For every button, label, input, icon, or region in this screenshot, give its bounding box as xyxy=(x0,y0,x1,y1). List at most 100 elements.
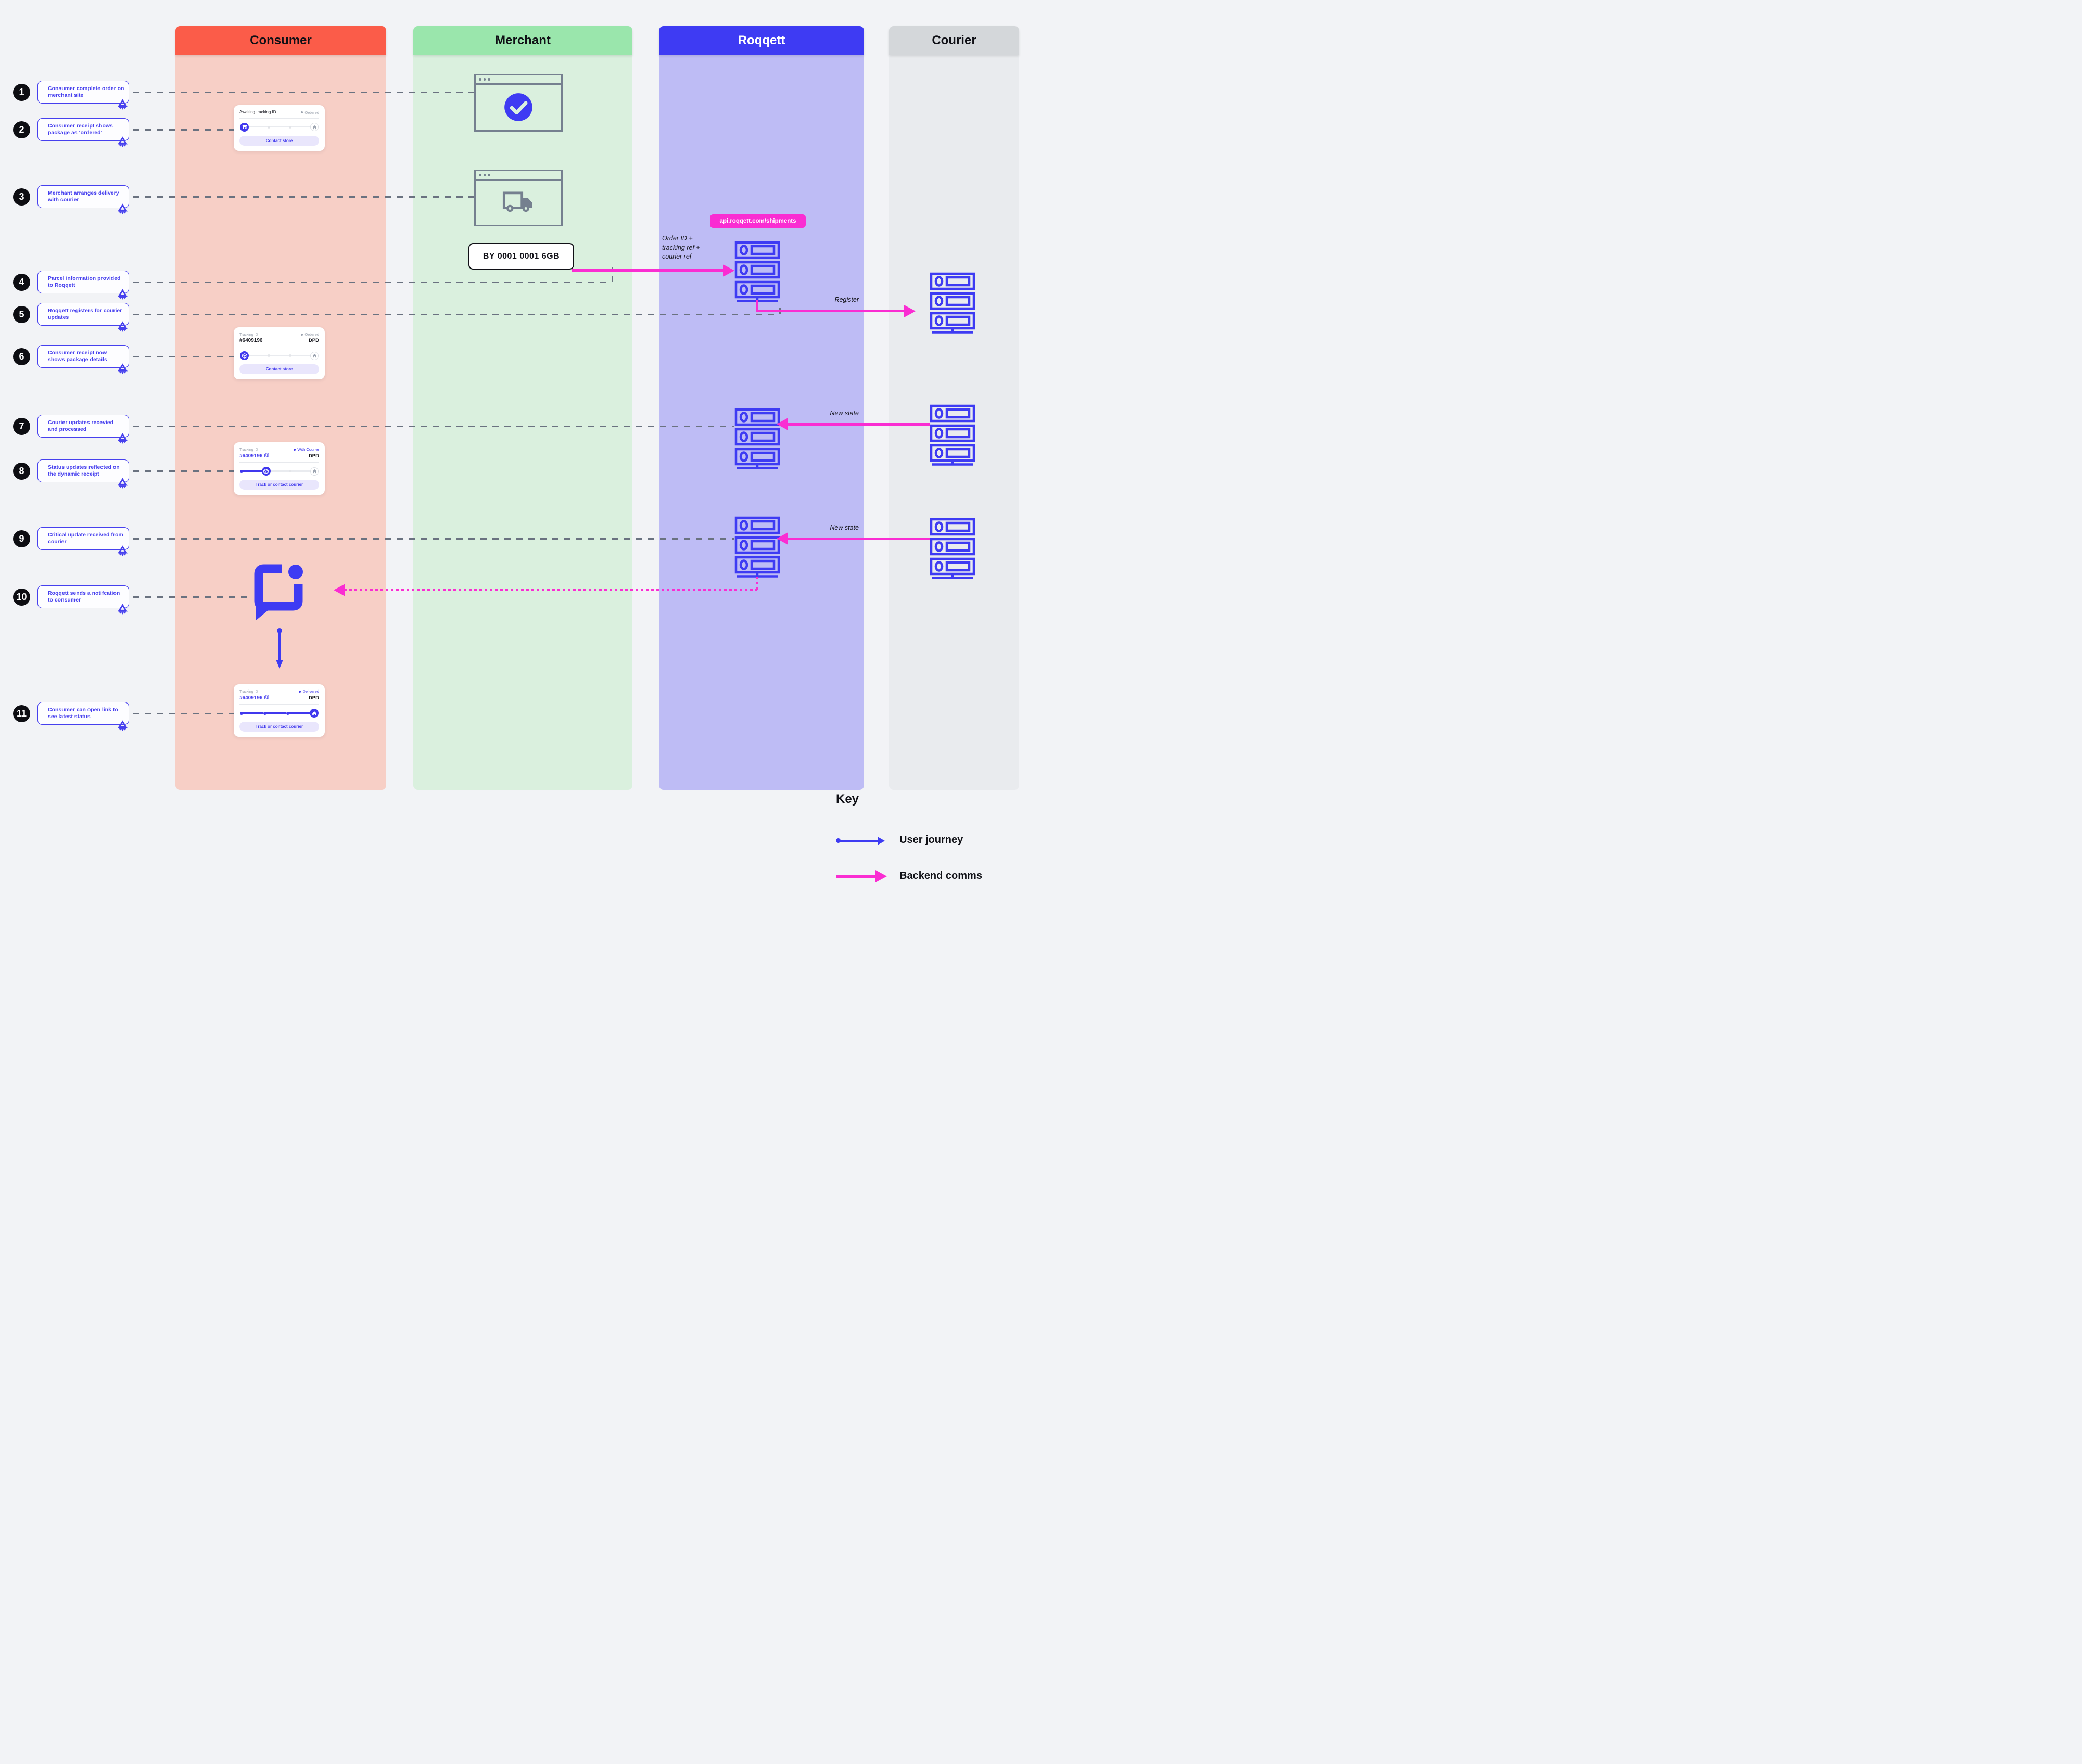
step-number-3: 3 xyxy=(13,188,30,206)
merchant-delivery-window xyxy=(474,170,563,226)
register-arrow-elbow xyxy=(756,300,758,312)
step-label-8: Status updates reflected on the dynamic … xyxy=(37,459,129,482)
step-label-text: Courier updates recevied and processed xyxy=(48,419,114,432)
step-number-2: 2 xyxy=(13,121,30,138)
step-label-text: Roqqett sends a notifcation to consumer xyxy=(48,590,120,603)
roqqett-rocket-icon xyxy=(118,720,128,732)
step-connector-line xyxy=(133,129,234,131)
new-state-arrow-2 xyxy=(788,538,930,540)
new-state-label-2: New state xyxy=(830,524,859,531)
step-number-text: 9 xyxy=(19,533,24,544)
receipt-status-badge: Ordered xyxy=(301,332,319,337)
roqqett-rocket-icon xyxy=(118,433,128,444)
step-number-text: 10 xyxy=(16,591,27,602)
lane-header-courier: Courier xyxy=(889,26,1019,55)
progress-segment xyxy=(270,355,289,356)
tracking-id-value[interactable]: #6409196 xyxy=(239,453,269,459)
step-connector-elbow xyxy=(779,302,781,314)
new-state-arrowhead-1 xyxy=(777,418,788,430)
notification-bubble-icon xyxy=(251,561,306,621)
lane-header-roqqett: Roqqett xyxy=(659,26,864,55)
receipt-action-button[interactable]: Track or contact courier xyxy=(239,480,319,490)
step-number-text: 2 xyxy=(19,124,24,135)
merchant-order-complete-window xyxy=(474,74,563,132)
status-dot-icon xyxy=(299,690,301,693)
step-connector-line xyxy=(133,470,234,472)
copy-icon[interactable] xyxy=(264,695,269,701)
progress-node-done xyxy=(286,711,290,715)
lane-header-consumer: Consumer xyxy=(175,26,386,55)
step-label-2: Consumer receipt shows package as ‘order… xyxy=(37,118,129,141)
step-label-text: Merchant arranges delivery with courier xyxy=(48,189,119,203)
step-number-8: 8 xyxy=(13,462,30,480)
notification-comm-arrowhead xyxy=(334,584,345,596)
order-complete-check-icon xyxy=(476,85,561,130)
receipt-title: Awaiting tracking ID xyxy=(239,110,276,114)
lane-roqqett xyxy=(659,55,864,790)
step-connector-line xyxy=(133,538,734,540)
new-state-arrow-1 xyxy=(788,423,930,426)
receipt-status-badge: Delivered xyxy=(299,689,319,694)
receipt-title: Tracking ID xyxy=(239,448,258,452)
progress-node-done xyxy=(263,711,266,715)
delivery-progress-bar xyxy=(240,122,319,132)
tracking-id-text: #6409196 xyxy=(239,695,263,701)
roqqett-server-icon xyxy=(734,241,780,302)
step-connector-line xyxy=(133,355,234,357)
notification-comm-line xyxy=(344,589,757,591)
receipt-action-button[interactable]: Track or contact courier xyxy=(239,722,319,732)
status-dot-icon xyxy=(301,111,303,113)
progress-segment xyxy=(291,126,310,128)
roqqett-server-icon xyxy=(734,516,780,578)
key-user-journey-line xyxy=(839,839,879,842)
home-node-icon xyxy=(310,467,319,476)
receipt-action-button[interactable]: Contact store xyxy=(239,364,319,374)
step-label-text: Consumer receipt now shows package detai… xyxy=(48,349,107,363)
key-user-journey-label: User journey xyxy=(899,834,963,846)
step-connector-line xyxy=(133,712,234,714)
progress-node-pending xyxy=(289,470,292,472)
key-backend-comms-label: Backend comms xyxy=(899,870,982,881)
step-number-text: 6 xyxy=(19,351,24,362)
user-journey-down-arrow xyxy=(275,628,284,670)
progress-segment xyxy=(243,712,263,714)
tracking-id-text: #6409196 xyxy=(239,453,263,459)
receipt-divider xyxy=(239,704,319,705)
tracking-reference-plate: BY 0001 0001 6GB xyxy=(468,243,574,270)
lane-merchant xyxy=(413,55,632,790)
key-backend-comms-arrowhead xyxy=(875,870,887,882)
lane-courier xyxy=(889,55,1019,790)
courier-server-icon xyxy=(930,272,975,334)
delivery-truck-icon xyxy=(476,181,561,224)
step-label-6: Consumer receipt now shows package detai… xyxy=(37,345,129,368)
step-label-text: Critical update received from courier xyxy=(48,531,123,545)
progress-segment xyxy=(266,712,287,714)
roqqett-rocket-icon xyxy=(118,321,128,333)
status-dot-icon xyxy=(294,448,296,451)
receipt-action-button[interactable]: Contact store xyxy=(239,135,319,146)
step-connector-line xyxy=(133,313,780,315)
step-number-text: 4 xyxy=(19,276,24,287)
progress-node-done xyxy=(240,469,243,473)
copy-icon[interactable] xyxy=(264,453,269,459)
step-label-text: Roqqett registers for courier updates xyxy=(48,307,122,321)
courier-name: DPD xyxy=(308,453,319,459)
tracking-id-value[interactable]: #6409196 xyxy=(239,695,269,701)
register-label: Register xyxy=(834,296,859,303)
lane-header-merchant: Merchant xyxy=(413,26,632,55)
new-state-arrowhead-2 xyxy=(777,532,788,545)
progress-node-pending xyxy=(289,125,291,129)
step-number-text: 1 xyxy=(19,86,24,97)
progress-node-pending xyxy=(268,354,270,357)
courier-server-icon xyxy=(930,404,975,466)
delivery-progress-bar xyxy=(240,467,319,476)
step-label-text: Parcel information provided to Roqqett xyxy=(48,275,121,288)
home-node-icon xyxy=(310,709,319,718)
step-number-text: 7 xyxy=(19,420,24,431)
step-label-text: Consumer complete order on merchant site xyxy=(48,85,124,98)
home-node-icon xyxy=(310,351,319,360)
receipt-divider xyxy=(239,118,319,119)
step-label-9: Critical update received from courier xyxy=(37,527,129,550)
